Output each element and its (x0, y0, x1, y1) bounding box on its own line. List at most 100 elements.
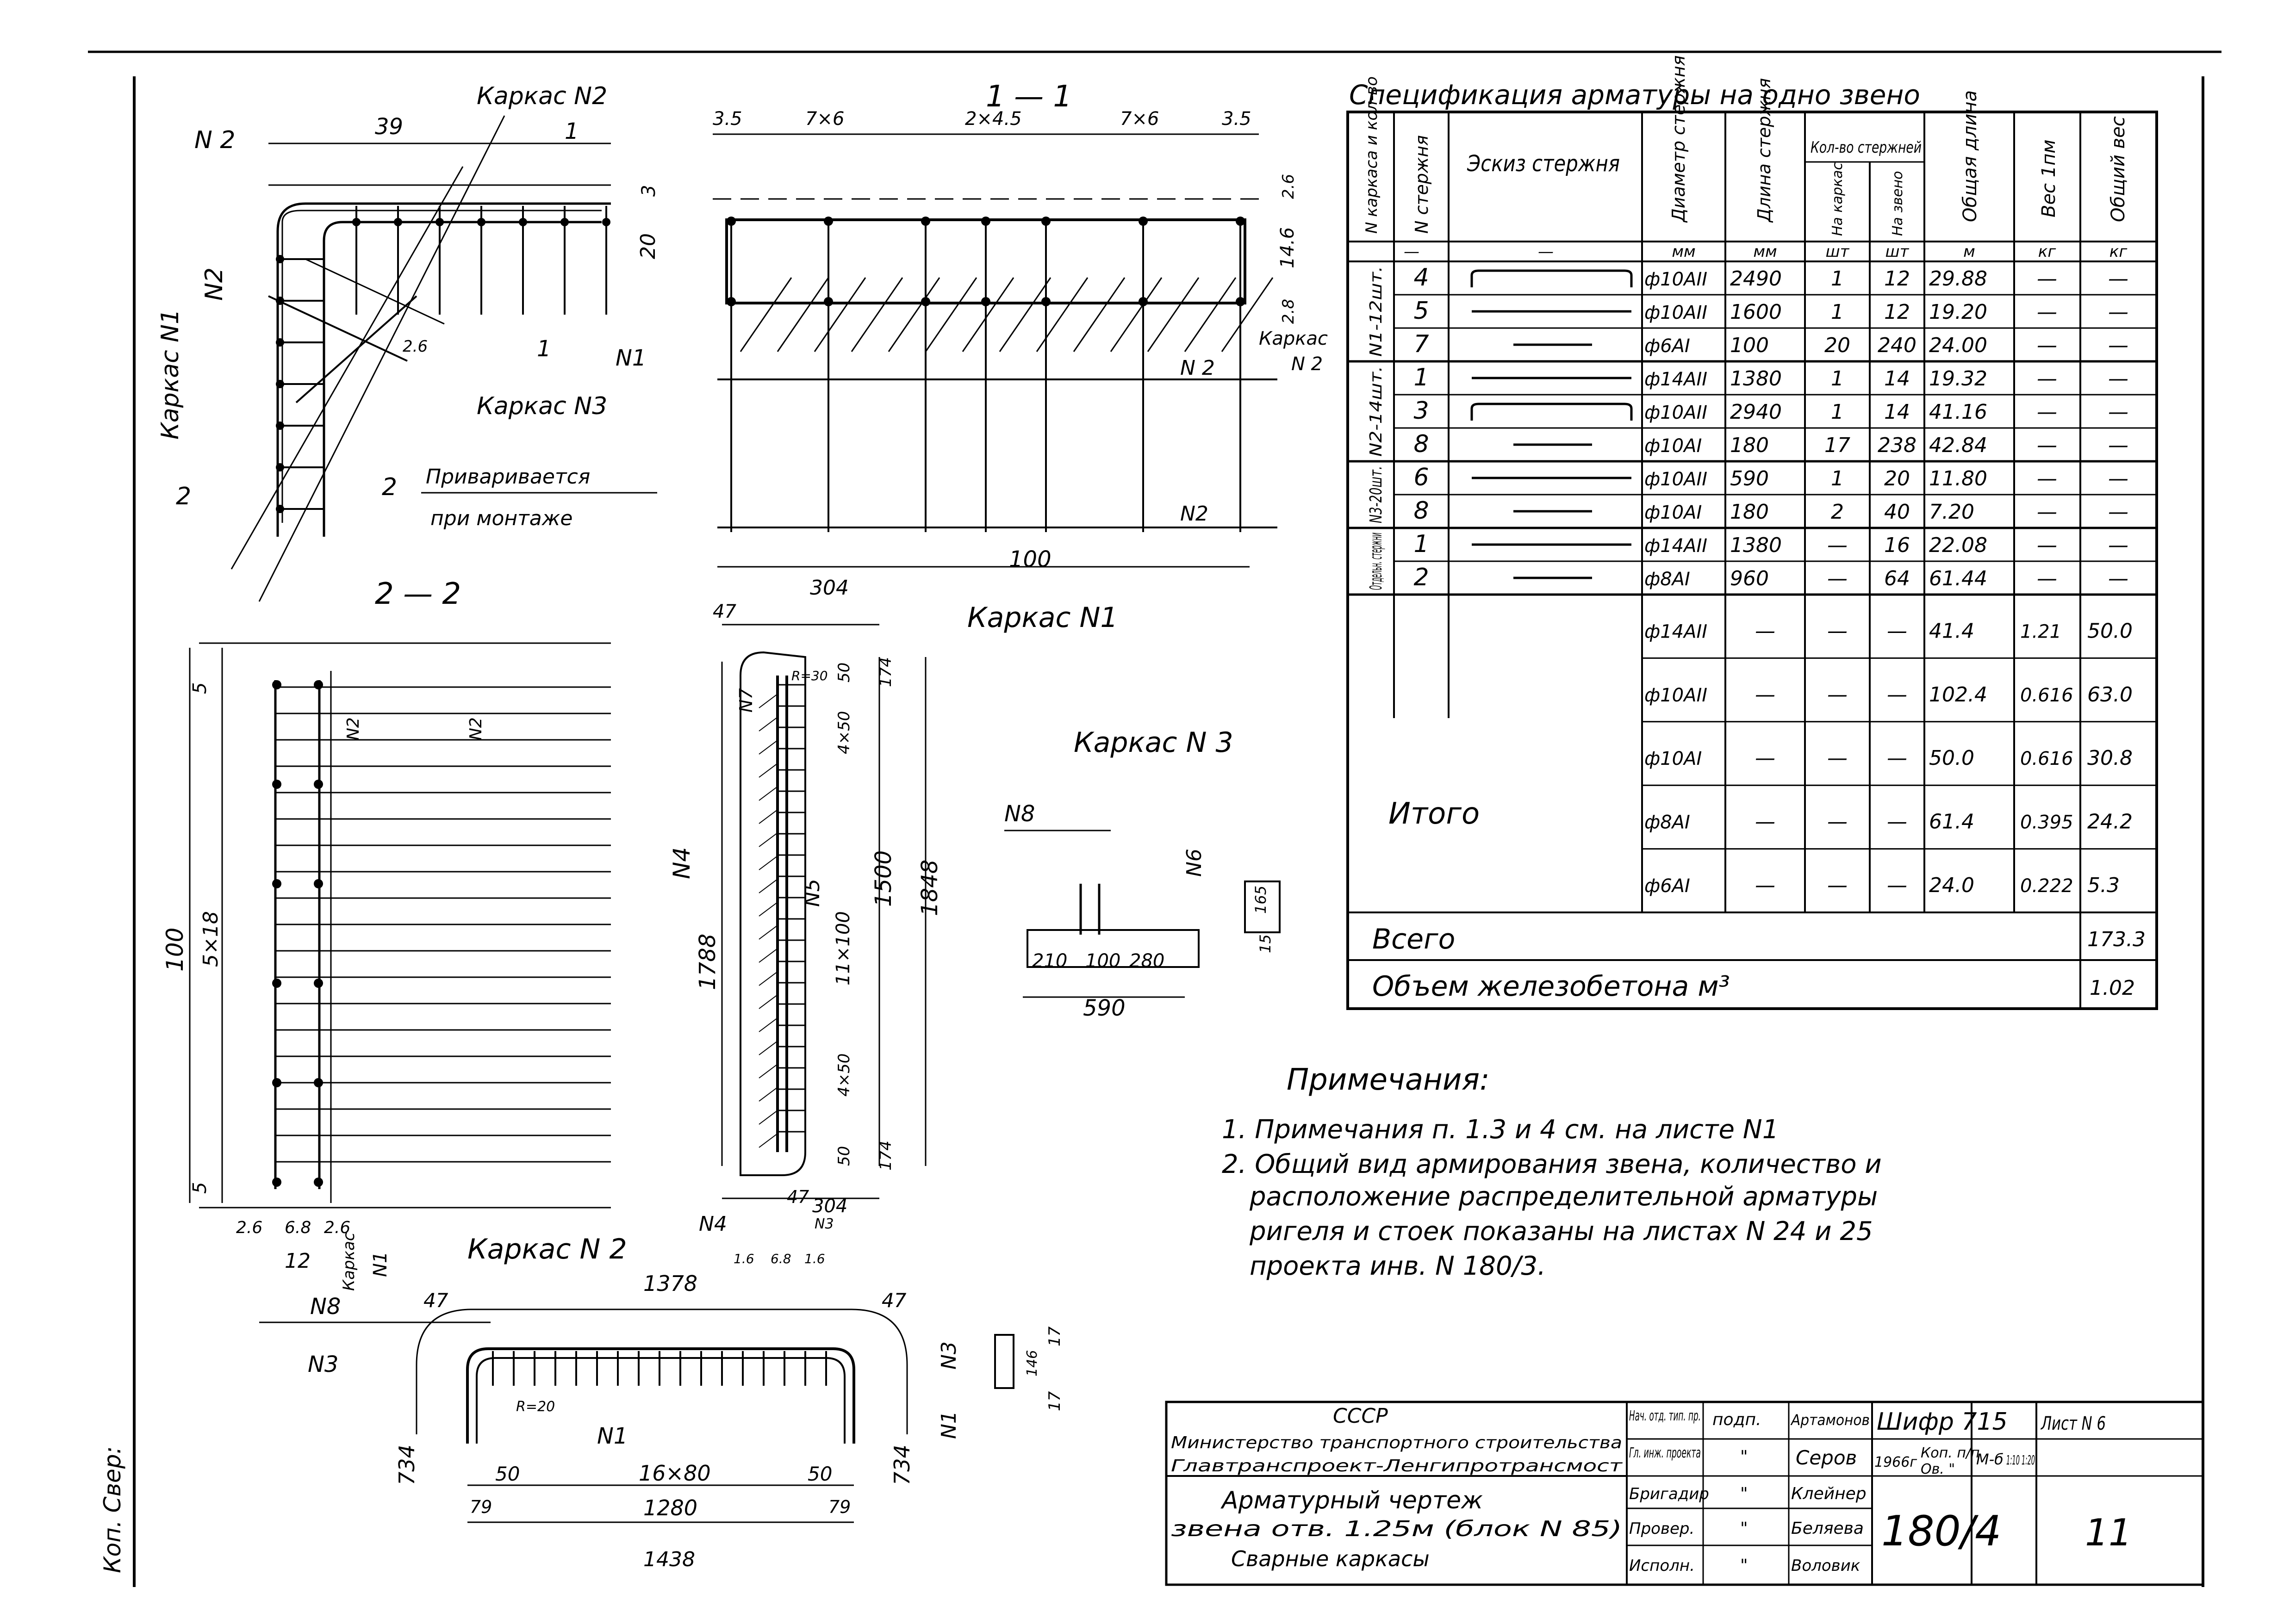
spec-cell-diameter: ф10АI (1644, 435, 1702, 457)
spec-cell-weight-1m: — (2037, 567, 2057, 590)
k1-hatch (759, 717, 778, 732)
k1-hatch (759, 971, 778, 986)
s11-hatch (962, 277, 1014, 352)
s11-bar-dot (1041, 217, 1051, 226)
tb-shifr: Шифр 715 (1877, 1408, 2008, 1436)
k2-734b: 734 (890, 1445, 915, 1485)
s11-hatch (740, 277, 792, 352)
k1-hatch (759, 763, 778, 778)
spec-cell-total-length: 42.84 (1929, 434, 1987, 457)
spec-cell-total-length: 24.00 (1929, 334, 1987, 357)
spec-cell-total-weight: — (2108, 267, 2128, 291)
spec-cell-per-link: 240 (1878, 334, 1916, 357)
spec-group-label: N3-20шт. (1367, 466, 1386, 523)
s11-35a: 3.5 (713, 108, 742, 130)
k3-n8: N8 (1004, 801, 1035, 827)
spec-cell-total-weight: — (2108, 300, 2128, 324)
itogo-cell-per-frame: — (1827, 874, 1848, 897)
itogo-cell-diameter: ф10АII (1644, 685, 1707, 706)
itogo-cell-per-link: — (1887, 746, 1907, 770)
tb-org3: Главтранспроект-Ленгипротрансмост (1171, 1457, 1623, 1476)
spec-cell-total-weight: — (2108, 567, 2128, 590)
tb-sheet: 11 (2085, 1511, 2132, 1554)
tb-title3: Сварные каркасы (1231, 1546, 1430, 1571)
s11-verticals (727, 217, 1274, 532)
s11-bar-dot (1041, 297, 1051, 306)
s22-karkas: Каркас (340, 1232, 358, 1291)
k1-174a: 174 (877, 657, 895, 687)
unit-total-weight: кг (2109, 242, 2128, 261)
section-22-title: 2 — 2 (375, 577, 461, 611)
spec-cell-total-weight: — (2108, 367, 2128, 391)
k1-50b: 50 (835, 1146, 853, 1166)
itogo-cell-length: — (1755, 874, 1775, 897)
spec-cell-diameter: ф14АII (1644, 535, 1707, 557)
k1-16b: 1.6 (804, 1251, 825, 1266)
karkas-n1-view: Каркас N1 304 47 N7 R=30 50 174 4×50 N4 … (668, 576, 1118, 1266)
itogo-cell-length: — (1755, 810, 1775, 834)
tb-name-4: Беляева (1791, 1519, 1864, 1538)
spec-cell-total-weight: — (2108, 434, 2128, 457)
itogo-cell-weight-1m: 0.616 (2020, 685, 2073, 706)
tb-scale-label: М-б (1976, 1451, 2004, 1468)
plan-bar-dot (602, 218, 610, 226)
arrow-2-left: 2 (176, 483, 191, 510)
bar-sketch (1470, 403, 1633, 421)
spec-cell-bar-no: 2 (1413, 564, 1429, 591)
itogo-cell-total-weight: 30.8 (2087, 746, 2133, 770)
k1-16a: 1.6 (734, 1251, 754, 1266)
k1-hatch (759, 994, 778, 1009)
itogo-cell-per-frame: — (1827, 810, 1848, 834)
unit-length: мм (1753, 242, 1777, 261)
itogo-cell-weight-1m: 0.616 (2020, 748, 2073, 769)
k2-1438: 1438 (643, 1548, 695, 1571)
k2-79a: 79 (470, 1497, 492, 1517)
k1-rungs (759, 684, 805, 1148)
tb-podp-3: " (1740, 1519, 1748, 1538)
plan-2-6: 2.6 (403, 337, 428, 356)
spec-cell-bar-no: 7 (1413, 330, 1429, 358)
itogo-cell-total-weight: 24.2 (2087, 810, 2133, 834)
spec-cell-per-frame: 17 (1824, 434, 1850, 457)
spec-cell-weight-1m: — (2037, 533, 2057, 557)
unit-total-length: м (1963, 242, 1975, 261)
volume-label: Объем железобетона м³ (1372, 970, 1730, 1003)
spec-cell-per-link: 238 (1878, 434, 1916, 457)
s22-n1: N1 (370, 1252, 391, 1277)
unit-weight-1m: кг (2038, 242, 2057, 261)
plan-bar-dot (436, 218, 444, 226)
k1-47a: 47 (713, 601, 736, 622)
k3-280: 280 (1129, 950, 1164, 972)
s11-bar-dot (921, 217, 930, 226)
spec-cell-per-link: 40 (1884, 500, 1910, 524)
section-2-2: 2 — 2 5 5×18 100 5 2.6 6.8 2.6 12 N2 N2 … (162, 577, 611, 1291)
k3-165: 165 (1252, 886, 1269, 914)
k1-hatch (759, 948, 778, 963)
karkas-n2-view: Каркас N 2 N8 47 1378 47 N3 R=20 N1 16×8… (259, 1233, 1064, 1571)
k1-hatch (759, 694, 778, 708)
k1-304b: 304 (812, 1196, 847, 1217)
spec-cell-per-link: 12 (1884, 300, 1910, 324)
s11-bar-dot (1139, 217, 1148, 226)
unit-diameter: мм (1672, 242, 1695, 261)
tb-title1: Арматурный чертеж (1220, 1487, 1483, 1514)
hdr-length: Длина стержня (1754, 78, 1774, 223)
k1-hatch (759, 1017, 778, 1032)
k1-1500: 1500 (871, 850, 896, 907)
k1-50a: 50 (835, 663, 853, 682)
spec-group-label: N1-12шт. (1367, 266, 1386, 357)
spec-cell-length: 2940 (1730, 400, 1782, 424)
s22-5a: 5 (189, 682, 211, 694)
plan-n2-label: N 2 (194, 126, 236, 154)
spec-cell-total-weight: — (2108, 500, 2128, 524)
note-line-5: проекта инв. N 180/3. (1250, 1251, 1546, 1281)
s11-7x6b: 7×6 (1120, 108, 1159, 130)
itogo-cell-total-length: 102.4 (1929, 683, 1987, 707)
s11-n2b: N2 (1180, 502, 1208, 526)
tb-role-1: Нач. отд. тип. пр. (1629, 1408, 1701, 1424)
s11-hatch (814, 277, 866, 352)
s11-hatch (925, 277, 977, 352)
spec-table: Спецификация арматуры на одно звено N ка… (1346, 55, 2158, 1010)
s11-hatch (999, 277, 1052, 352)
